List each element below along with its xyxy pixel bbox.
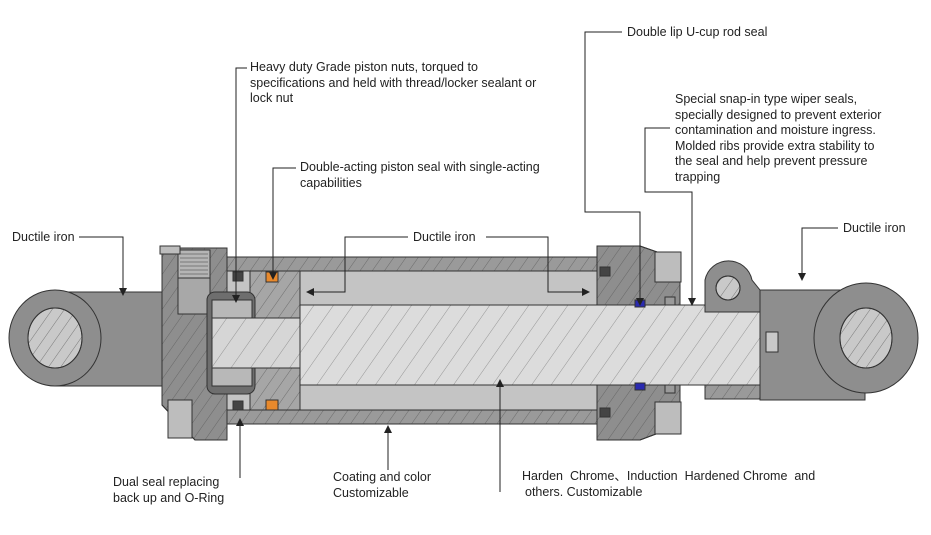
rod-gland (596, 245, 682, 441)
label-line: Heavy duty Grade piston nuts, torqued to (250, 60, 478, 74)
label-line: specially designed to prevent exterior (675, 107, 882, 122)
label-piston-seal: Double-acting piston seal with single-ac… (300, 160, 540, 191)
label-line: Coating and color (333, 470, 431, 484)
label-ductile-right: Ductile iron (843, 221, 906, 235)
left-rod-eye (8, 289, 166, 387)
piston-rod (211, 304, 769, 386)
label-line: the seal and help prevent pressure (675, 154, 868, 168)
label-line: Molded ribs provide extra stability to (675, 138, 875, 153)
label-line: lock nut (250, 91, 294, 105)
label-line: specifications and held with thread/lock… (250, 75, 537, 90)
label-line: back up and O-Ring (113, 490, 225, 505)
label-dual-seal: Dual seal replacing back up and O-Ring (113, 475, 224, 506)
label-line: Special snap-in type wiper seals, (675, 92, 858, 106)
label-line: contamination and moisture ingress. (675, 123, 876, 137)
label-line: Dual seal replacing (113, 475, 220, 489)
label-ductile-left: Ductile iron (12, 230, 75, 244)
label-chrome: Harden Chrome、Induction Hardened Chrome … (522, 469, 815, 500)
label-line: trapping (675, 169, 721, 184)
leader-lines (79, 31, 838, 492)
label-line: capabilities (300, 175, 362, 190)
label-coating: Coating and color Customizable (333, 470, 431, 501)
label-rod-seal: Double lip U-cup rod seal (627, 25, 768, 39)
label-ductile-middle: Ductile iron (413, 230, 476, 244)
label-line: others. Customizable (525, 484, 643, 499)
label-wiper-seal: Special snap-in type wiper seals, specia… (675, 92, 881, 185)
label-line: Harden Chrome、Induction Hardened Chrome … (522, 469, 816, 483)
label-line: Double-acting piston seal with single-ac… (300, 160, 540, 174)
label-piston-nuts: Heavy duty Grade piston nuts, torqued to… (250, 60, 536, 107)
right-rod-eye (704, 260, 919, 401)
label-line: Customizable (333, 485, 409, 500)
